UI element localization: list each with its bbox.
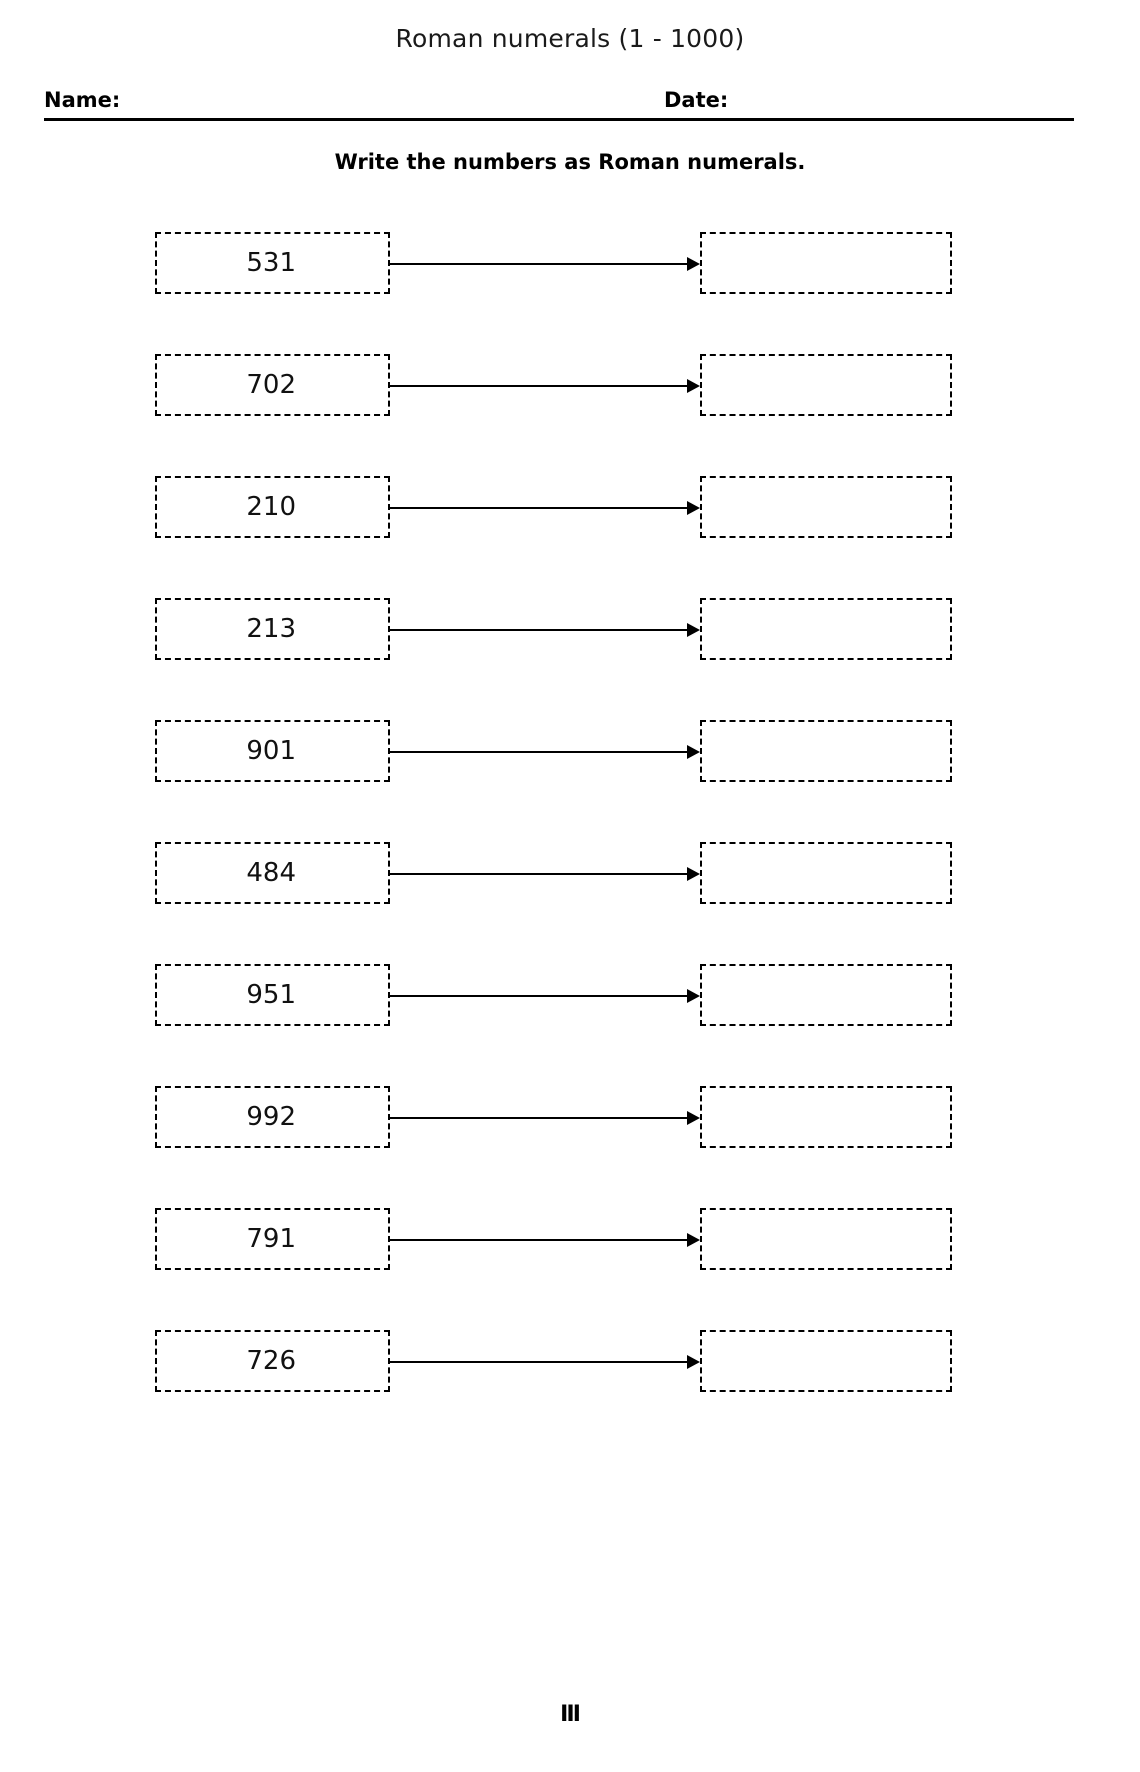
- question-box: 992: [155, 1086, 390, 1148]
- arrow-shaft: [390, 1117, 692, 1119]
- answer-box[interactable]: [700, 354, 952, 416]
- arrow-icon: [390, 623, 700, 637]
- problem-row: 901: [0, 720, 1140, 782]
- arrow-head: [687, 1233, 700, 1247]
- answer-box[interactable]: [700, 1330, 952, 1392]
- question-box: 531: [155, 232, 390, 294]
- arrow-shaft: [390, 1361, 692, 1363]
- problem-row: 531: [0, 232, 1140, 294]
- arrow-icon: [390, 989, 700, 1003]
- arrow-head: [687, 379, 700, 393]
- question-box: 791: [155, 1208, 390, 1270]
- question-box: 702: [155, 354, 390, 416]
- arrow-head: [687, 623, 700, 637]
- arrow-icon: [390, 1355, 700, 1369]
- arrow-icon: [390, 379, 700, 393]
- problem-row: 702: [0, 354, 1140, 416]
- question-number: 901: [246, 736, 296, 766]
- problem-row: 791: [0, 1208, 1140, 1270]
- problem-row: 484: [0, 842, 1140, 904]
- arrow-icon: [390, 867, 700, 881]
- arrow-head: [687, 257, 700, 271]
- question-box: 210: [155, 476, 390, 538]
- problem-row: 213: [0, 598, 1140, 660]
- problem-row: 951: [0, 964, 1140, 1026]
- question-box: 213: [155, 598, 390, 660]
- question-number: 210: [246, 492, 296, 522]
- arrow-icon: [390, 745, 700, 759]
- arrow-icon: [390, 501, 700, 515]
- header-divider: [44, 118, 1074, 121]
- question-number: 992: [246, 1102, 296, 1132]
- question-number: 702: [246, 370, 296, 400]
- question-number: 726: [246, 1346, 296, 1376]
- arrow-icon: [390, 1111, 700, 1125]
- question-number: 531: [246, 248, 296, 278]
- arrow-head: [687, 1355, 700, 1369]
- answer-box[interactable]: [700, 1086, 952, 1148]
- question-box: 726: [155, 1330, 390, 1392]
- arrow-head: [687, 989, 700, 1003]
- date-label: Date:: [664, 88, 729, 112]
- question-number: 951: [246, 980, 296, 1010]
- name-date-row: Name: Date:: [44, 88, 1074, 122]
- question-box: 901: [155, 720, 390, 782]
- arrow-icon: [390, 1233, 700, 1247]
- answer-box[interactable]: [700, 720, 952, 782]
- arrow-head: [687, 745, 700, 759]
- arrow-shaft: [390, 629, 692, 631]
- problem-row: 210: [0, 476, 1140, 538]
- name-label: Name:: [44, 88, 121, 112]
- arrow-shaft: [390, 263, 692, 265]
- footer-logo: Ⅲ: [0, 1704, 1140, 1726]
- arrow-shaft: [390, 995, 692, 997]
- answer-box[interactable]: [700, 476, 952, 538]
- footer-logo-glyph: Ⅲ: [560, 1702, 581, 1727]
- arrow-shaft: [390, 385, 692, 387]
- problem-row: 992: [0, 1086, 1140, 1148]
- arrow-shaft: [390, 751, 692, 753]
- question-box: 484: [155, 842, 390, 904]
- question-number: 791: [246, 1224, 296, 1254]
- problem-row: 726: [0, 1330, 1140, 1392]
- page-title: Roman numerals (1 - 1000): [395, 24, 745, 53]
- answer-box[interactable]: [700, 842, 952, 904]
- arrow-head: [687, 1111, 700, 1125]
- problem-list: 531 702 210 213 901 484 951 992 791 726: [0, 232, 1140, 1452]
- answer-box[interactable]: [700, 964, 952, 1026]
- answer-box[interactable]: [700, 598, 952, 660]
- answer-box[interactable]: [700, 1208, 952, 1270]
- instruction-text: Write the numbers as Roman numerals.: [334, 150, 806, 174]
- arrow-head: [687, 501, 700, 515]
- arrow-shaft: [390, 873, 692, 875]
- question-box: 951: [155, 964, 390, 1026]
- arrow-head: [687, 867, 700, 881]
- question-number: 484: [246, 858, 296, 888]
- arrow-shaft: [390, 1239, 692, 1241]
- arrow-shaft: [390, 507, 692, 509]
- question-number: 213: [246, 614, 296, 644]
- answer-box[interactable]: [700, 232, 952, 294]
- arrow-icon: [390, 257, 700, 271]
